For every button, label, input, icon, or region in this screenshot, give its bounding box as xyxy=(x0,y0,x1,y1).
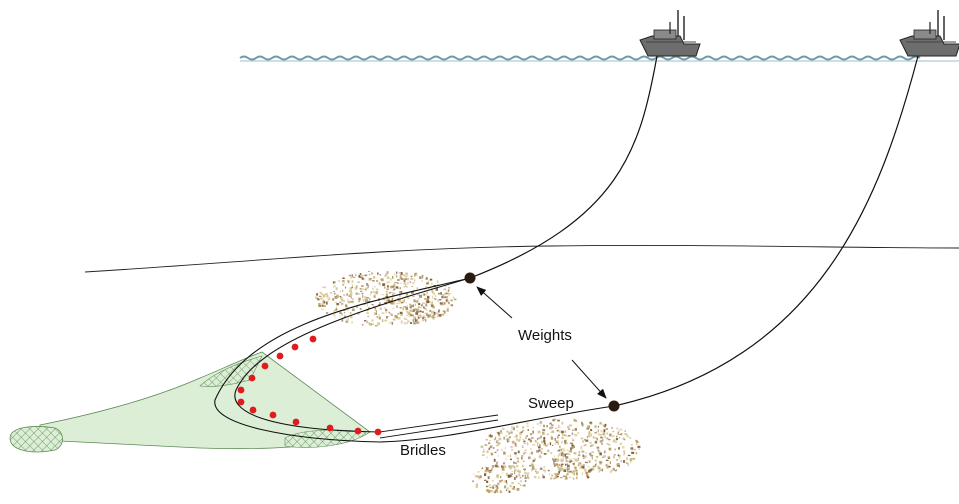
sea-surface xyxy=(239,55,921,61)
float xyxy=(276,352,284,360)
float xyxy=(291,343,299,351)
fish-school-group xyxy=(315,271,641,494)
float xyxy=(237,398,245,406)
cod-end xyxy=(9,426,63,453)
seabed-line xyxy=(84,244,959,273)
net-mesh-panel-upper xyxy=(199,355,263,387)
headrope-floats xyxy=(237,335,382,436)
weight-lower xyxy=(608,400,620,412)
weight-upper xyxy=(464,272,476,284)
float xyxy=(237,386,245,394)
float xyxy=(309,335,317,343)
float xyxy=(269,411,277,419)
fish-school-lower xyxy=(472,465,530,494)
fish-school-upper xyxy=(315,271,457,327)
float xyxy=(261,362,269,370)
warp-left xyxy=(469,55,658,279)
float xyxy=(248,374,256,382)
bridle-line xyxy=(379,414,499,433)
float xyxy=(374,428,382,436)
float xyxy=(292,418,300,426)
fish-school-lower xyxy=(480,418,641,480)
warp-right xyxy=(613,55,919,407)
bridles-label: Bridles xyxy=(400,442,446,459)
float xyxy=(326,424,334,432)
sweep-label: Sweep xyxy=(528,395,574,412)
trawler-vessel-right xyxy=(899,10,959,57)
float xyxy=(354,427,362,435)
headrope xyxy=(234,277,471,433)
weights-label: Weights xyxy=(518,327,572,344)
weights-arrow-upper xyxy=(476,286,513,319)
float xyxy=(249,406,257,414)
trawler-vessel-left xyxy=(639,10,701,57)
weights-arrow-lower xyxy=(571,359,607,399)
groundrope xyxy=(214,277,615,443)
bridle-line xyxy=(379,419,499,439)
